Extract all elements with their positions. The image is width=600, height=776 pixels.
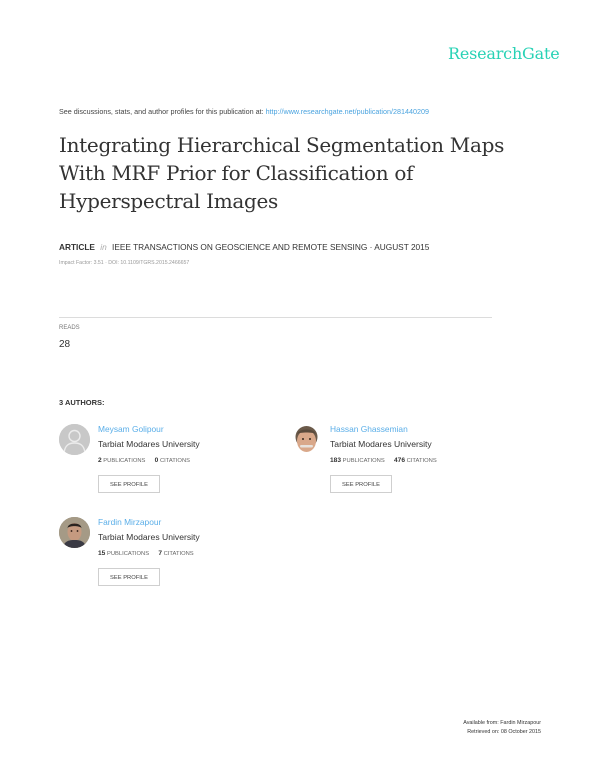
researchgate-logo[interactable]: ResearchGate bbox=[448, 44, 560, 63]
author-photo-icon[interactable] bbox=[59, 517, 90, 548]
publication-title: Integrating Hierarchical Segmentation Ma… bbox=[59, 133, 505, 213]
citations-label: CITATIONS bbox=[163, 551, 194, 557]
citations-count: 7 bbox=[158, 550, 162, 557]
see-profile-button[interactable]: SEE PROFILE bbox=[330, 475, 392, 493]
available-from: Available from: Fardin Mirzapour bbox=[463, 720, 541, 726]
author-institution: Tarbiat Modares University bbox=[98, 439, 200, 449]
see-discussions-line: See discussions, stats, and author profi… bbox=[59, 107, 429, 116]
reads-value: 28 bbox=[59, 339, 71, 350]
publications-label: PUBLICATIONS bbox=[342, 458, 385, 464]
publications-label: PUBLICATIONS bbox=[103, 458, 146, 464]
publications-label: PUBLICATIONS bbox=[106, 551, 150, 557]
citations-label: CITATIONS bbox=[159, 458, 190, 464]
author-card: Fardin Mirzapour Tarbiat Modares Univers… bbox=[59, 517, 279, 597]
impact-factor-doi: Impact Factor: 3.51 · DOI: 10.1109/TGRS.… bbox=[59, 260, 190, 266]
see-profile-button[interactable]: SEE PROFILE bbox=[98, 475, 160, 493]
footer-availability: Available from: Fardin Mirzapour Retriev… bbox=[463, 719, 541, 737]
publication-type: ARTICLE bbox=[59, 242, 95, 252]
citations-label: CITATIONS bbox=[406, 458, 437, 464]
author-institution: Tarbiat Modares University bbox=[330, 439, 432, 449]
journal-and-date: IEEE TRANSACTIONS ON GEOSCIENCE AND REMO… bbox=[112, 242, 430, 252]
author-institution: Tarbiat Modares University bbox=[98, 532, 200, 542]
divider bbox=[59, 317, 492, 318]
author-name-link[interactable]: Hassan Ghassemian bbox=[330, 424, 408, 434]
reads-label: READS bbox=[59, 325, 80, 331]
citations-count: 476 bbox=[393, 457, 405, 464]
author-stats: 2 PUBLICATIONS 0 CITATIONS bbox=[98, 457, 190, 464]
author-card: Meysam Golipour Tarbiat Modares Universi… bbox=[59, 424, 279, 504]
author-photo-icon[interactable] bbox=[291, 424, 322, 455]
in-label: in bbox=[100, 242, 107, 252]
publications-count: 183 bbox=[330, 457, 342, 464]
authors-heading: 3 AUTHORS: bbox=[59, 398, 105, 407]
see-profile-button[interactable]: SEE PROFILE bbox=[98, 568, 160, 586]
author-name-link[interactable]: Fardin Mirzapour bbox=[98, 517, 162, 527]
retrieved-on: Retrieved on: 08 October 2015 bbox=[467, 729, 541, 735]
publications-count: 2 bbox=[98, 457, 102, 464]
publications-count: 15 bbox=[98, 550, 106, 557]
placeholder-avatar-icon[interactable] bbox=[59, 424, 90, 455]
publication-meta: ARTICLE in IEEE TRANSACTIONS ON GEOSCIEN… bbox=[59, 242, 429, 252]
author-stats: 15 PUBLICATIONS 7 CITATIONS bbox=[98, 550, 194, 557]
author-name-link[interactable]: Meysam Golipour bbox=[98, 424, 164, 434]
author-card: Hassan Ghassemian Tarbiat Modares Univer… bbox=[291, 424, 511, 504]
see-discussions-text: See discussions, stats, and author profi… bbox=[59, 107, 264, 116]
citations-count: 0 bbox=[154, 457, 159, 464]
publication-url-link[interactable]: http://www.researchgate.net/publication/… bbox=[265, 107, 429, 116]
author-stats: 183 PUBLICATIONS 476 CITATIONS bbox=[330, 457, 437, 464]
